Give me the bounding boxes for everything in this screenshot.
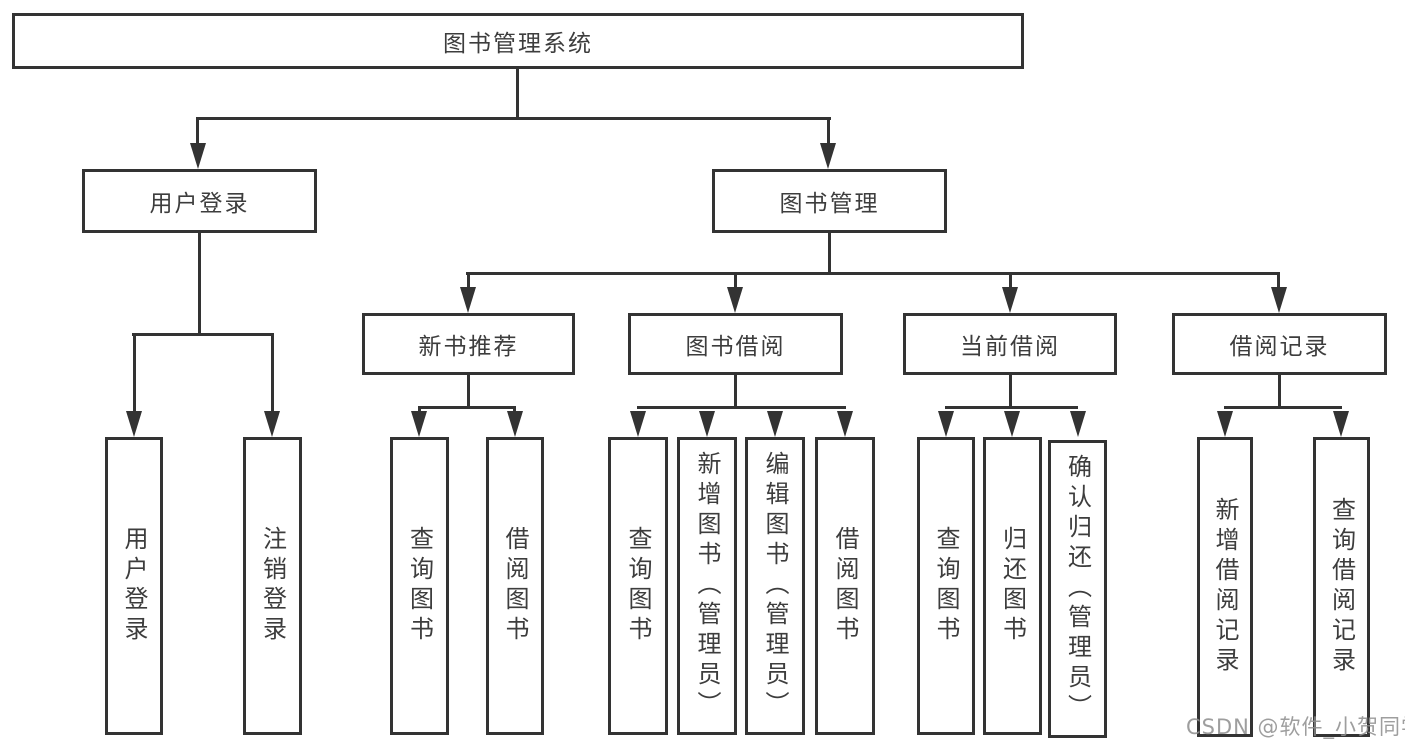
node-query-books-current: 查询图书: [917, 437, 975, 735]
node-add-books-admin: 新增图书（管理员）: [677, 437, 737, 735]
node-borrow-books: 借阅图书: [815, 437, 875, 735]
node-label: 借阅记录: [1229, 334, 1330, 360]
connector-segment: [1277, 272, 1280, 289]
node-label: 编辑图书（管理员）: [761, 451, 789, 721]
node-borrow-books-recommend: 借阅图书: [486, 437, 544, 735]
node-label: 新书推荐: [418, 334, 519, 360]
node-label: 图书借阅: [685, 334, 786, 360]
connector-segment: [734, 272, 737, 289]
arrow-down: [1271, 287, 1287, 313]
arrow-down: [1333, 411, 1349, 437]
arrow-down: [1217, 411, 1233, 437]
node-return-books: 归还图书: [983, 437, 1042, 735]
node-label: 借阅图书: [831, 526, 859, 646]
node-label: 归还图书: [998, 526, 1027, 646]
arrow-down: [411, 411, 427, 437]
arrow-down: [820, 143, 836, 169]
arrow-down: [727, 287, 743, 313]
connector-segment: [1009, 272, 1012, 289]
connector-segment: [132, 333, 274, 336]
arrow-down: [837, 411, 853, 437]
arrow-down: [460, 287, 476, 313]
node-label: 查询图书: [932, 526, 960, 646]
connector-segment: [133, 333, 136, 413]
node-query-books-borrowing: 查询图书: [608, 437, 668, 735]
node-label: 用户登录: [120, 526, 148, 646]
connector-segment: [516, 69, 519, 120]
node-book-management: 图书管理: [712, 169, 947, 233]
connector-segment: [418, 406, 516, 409]
node-query-borrow-record: 查询借阅记录: [1313, 437, 1370, 737]
arrow-down: [126, 411, 142, 437]
arrow-down: [1002, 287, 1018, 313]
node-edit-books-admin: 编辑图书（管理员）: [745, 437, 805, 735]
node-query-books-recommend: 查询图书: [390, 437, 449, 735]
node-label: 借阅图书: [501, 526, 529, 646]
connector-segment: [467, 375, 470, 408]
connector-segment: [828, 233, 831, 275]
connector-segment: [467, 272, 470, 289]
node-add-borrow-record: 新增借阅记录: [1197, 437, 1253, 737]
arrow-down: [938, 411, 954, 437]
node-label: 注销登录: [258, 526, 287, 646]
node-library-management-system: 图书管理系统: [12, 13, 1024, 69]
arrow-down: [699, 411, 715, 437]
connector-segment: [1278, 375, 1281, 408]
node-borrowing-records: 借阅记录: [1172, 313, 1387, 375]
node-label: 查询借阅记录: [1327, 497, 1356, 677]
arrow-down: [190, 143, 206, 169]
arrow-down: [1004, 411, 1020, 437]
node-label: 图书管理: [779, 191, 880, 217]
connector-segment: [1009, 375, 1012, 408]
arrow-down: [507, 411, 523, 437]
connector-segment: [418, 406, 421, 414]
connector-segment: [827, 117, 830, 147]
connector-segment: [945, 406, 1078, 409]
csdn-watermark: CSDN @软件_小贺同学: [1186, 715, 1405, 739]
node-confirm-return-admin: 确认归还（管理员）: [1048, 440, 1107, 738]
connector-segment: [734, 375, 737, 408]
connector-segment: [466, 272, 1280, 275]
node-logout: 注销登录: [243, 437, 302, 735]
node-label: 图书管理系统: [443, 31, 593, 57]
node-label: 当前借阅: [960, 334, 1060, 360]
connector-segment: [196, 117, 831, 120]
node-label: 新增图书（管理员）: [693, 451, 721, 721]
node-user-login: 用户登录: [82, 169, 317, 233]
node-new-book-recommendation: 新书推荐: [362, 313, 575, 375]
arrow-down: [630, 411, 646, 437]
connector-segment: [513, 406, 516, 414]
node-current-borrowing: 当前借阅: [903, 313, 1117, 375]
connector-segment: [198, 233, 201, 336]
arrow-down: [1070, 411, 1086, 437]
arrow-down: [767, 411, 783, 437]
connector-segment: [196, 117, 199, 147]
arrow-down: [264, 411, 280, 437]
connector-segment: [1224, 406, 1342, 409]
node-label: 新增借阅记录: [1211, 497, 1239, 677]
node-user-login-action: 用户登录: [105, 437, 163, 735]
node-book-borrowing: 图书借阅: [628, 313, 843, 375]
node-label: 查询图书: [405, 526, 434, 646]
connector-segment: [271, 333, 274, 413]
connector-segment: [637, 406, 846, 409]
node-label: 用户登录: [149, 191, 250, 217]
node-label: 查询图书: [624, 526, 652, 646]
node-label: 确认归还（管理员）: [1063, 454, 1092, 724]
